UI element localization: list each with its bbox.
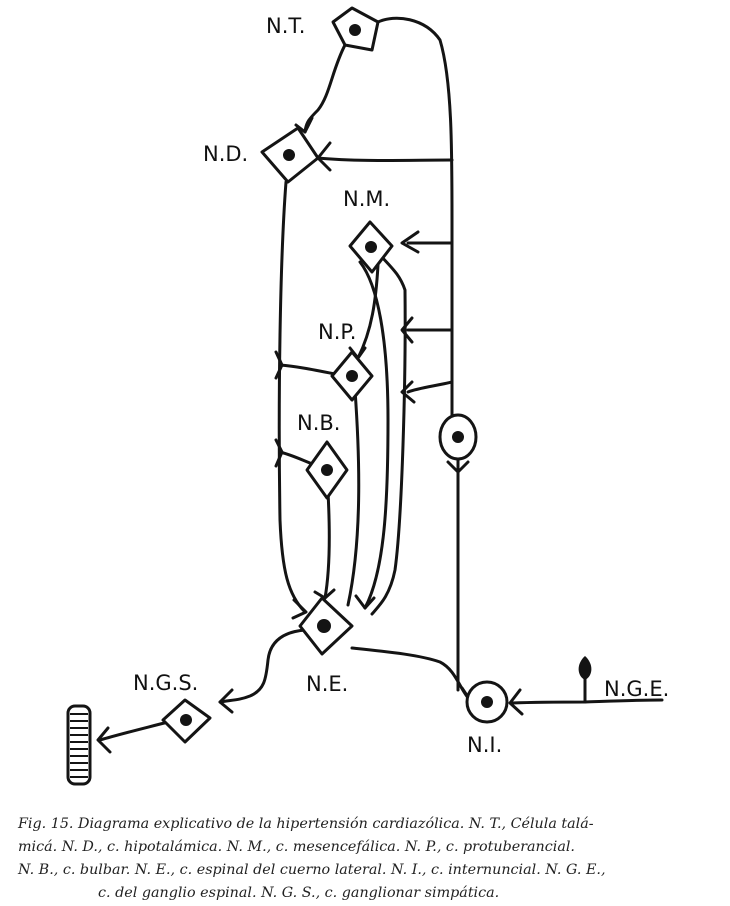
ngs-axon	[98, 720, 170, 742]
nerve-fibers	[98, 16, 664, 742]
synapse	[354, 594, 376, 610]
nb-dendrite	[278, 450, 317, 467]
ne-to-ngs-fiber	[218, 628, 307, 704]
label-nd: N.D.	[203, 142, 248, 166]
neuron-ni	[465, 680, 509, 724]
synapse	[274, 350, 284, 380]
synapse	[400, 230, 420, 254]
synapse	[96, 726, 112, 754]
neuron-ngs	[161, 698, 212, 744]
nt-to-nd-fiber	[303, 43, 347, 134]
synapse	[291, 598, 308, 620]
synapse	[313, 588, 336, 600]
np-dendrite	[278, 363, 342, 377]
neuron-diagram: N.T. N.D. N.M. N.P. N.B. N.E. N.G.S. N.I…	[66, 6, 669, 786]
caption-line-2: micá. N. D., c. hipotalámica. N. M., c. …	[18, 839, 575, 855]
ne-axon	[350, 646, 472, 702]
np-descending-fiber	[346, 388, 361, 607]
heart-muscle	[66, 704, 92, 786]
synapse	[400, 380, 416, 404]
caption-line-4: c. del ganglio espinal. N. G. S., c. gan…	[98, 885, 500, 901]
nt-axon	[376, 16, 454, 417]
neuron-internuncial-upper	[438, 413, 478, 461]
figure-caption: Fig. 15. Diagrama explicativo de la hipe…	[18, 813, 718, 905]
caption-line-3: N. B., c. bulbar. N. E., c. espinal del …	[18, 862, 606, 878]
synapse	[316, 141, 332, 172]
neuron-nge	[578, 656, 592, 680]
nm-branch-right	[370, 253, 407, 616]
neuron-nm	[348, 220, 394, 274]
label-nt: N.T.	[266, 14, 305, 38]
nm-descending-fiber	[358, 260, 390, 610]
caption-line-1: Fig. 15. Diagrama explicativo de la hipe…	[18, 816, 594, 832]
neuron-nb	[305, 440, 349, 500]
synapse	[218, 688, 234, 714]
nm-to-np-fiber	[356, 263, 380, 360]
neuron-nd	[260, 126, 320, 184]
label-nb: N.B.	[297, 411, 340, 435]
nd-descending-fiber	[277, 180, 307, 614]
label-nm: N.M.	[343, 187, 390, 211]
neuron-nt	[331, 6, 380, 52]
nb-descending-fiber	[323, 490, 331, 600]
label-np: N.P.	[318, 320, 356, 344]
nd-axon	[316, 156, 454, 162]
nge-cell-body	[578, 656, 592, 680]
synapse	[446, 460, 470, 474]
synapse	[400, 316, 414, 344]
label-ngs: N.G.S.	[133, 671, 198, 695]
label-ne: N.E.	[306, 672, 348, 696]
label-ni: N.I.	[467, 733, 502, 757]
label-nge: N.G.E.	[604, 677, 669, 701]
synapse	[274, 438, 284, 468]
neuron-np	[330, 350, 374, 402]
branch-low	[406, 380, 454, 394]
neuron-ne	[298, 596, 354, 656]
synapse	[508, 688, 524, 716]
